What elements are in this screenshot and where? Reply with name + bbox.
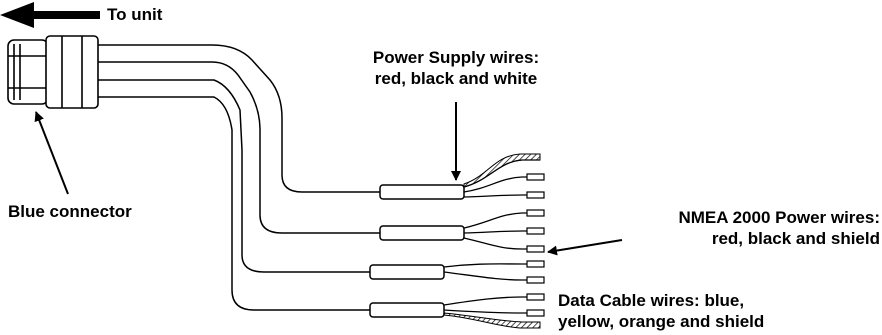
blue-connector-label: Blue connector	[8, 202, 132, 221]
data-cable-wires	[443, 263, 540, 314]
nmea-power-label: NMEA 2000 Power wires: red, black and sh…	[560, 207, 880, 249]
cable-bundle	[96, 44, 440, 311]
blue-connector-pointer	[34, 111, 69, 195]
nmea-power-wires	[463, 212, 540, 250]
data-cable-label-line1: Data Cable wires: blue,	[558, 291, 745, 310]
to-unit-arrow	[0, 2, 100, 28]
power-supply-label-line1: Power Supply wires:	[372, 48, 540, 67]
nmea-power-pointer	[547, 239, 623, 256]
nmea-power-label-line2: red, black and shield	[711, 229, 880, 248]
data-cable-label-line2: yellow, orange and shield	[558, 312, 765, 331]
cable-sheath-ends	[369, 184, 465, 318]
to-unit-label: To unit	[107, 5, 163, 24]
nmea-power-label-line1: NMEA 2000 Power wires:	[678, 208, 880, 227]
power-supply-label: Power Supply wires: red, black and white	[336, 47, 576, 89]
data-cable-label: Data Cable wires: blue, yellow, orange a…	[558, 290, 764, 332]
power-supply-label-line2: red, black and white	[374, 69, 538, 88]
blue-connector	[7, 35, 99, 109]
wire-terminals	[526, 173, 545, 317]
